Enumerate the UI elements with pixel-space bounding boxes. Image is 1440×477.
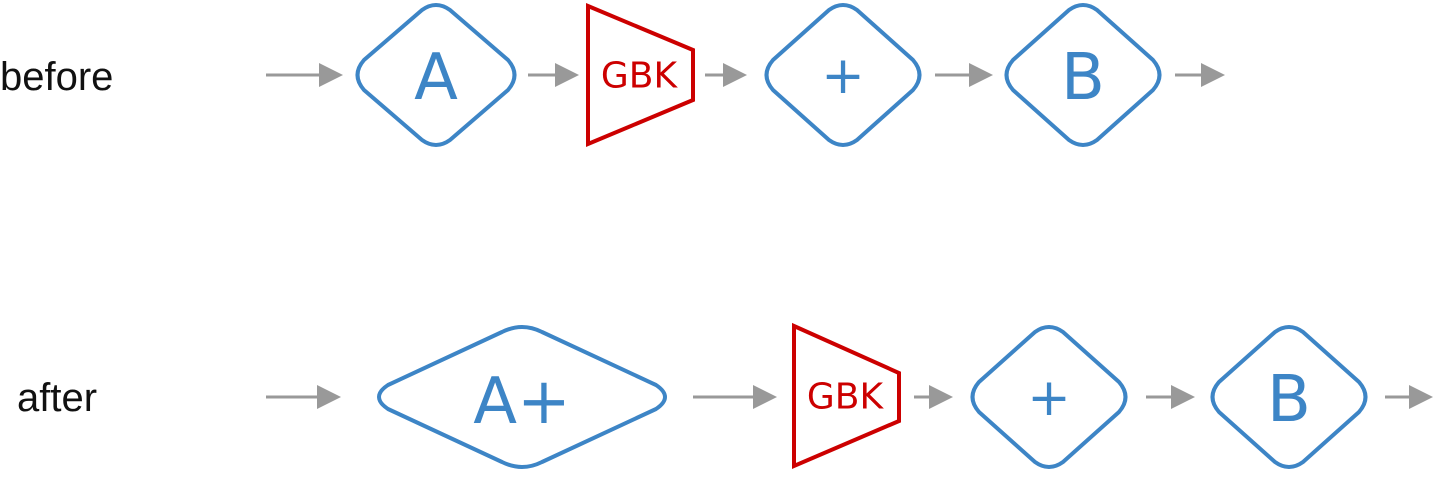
node-plus-label: + [1027, 368, 1071, 428]
diamond-shape [1004, 3, 1162, 147]
node-b-label: B [1267, 363, 1311, 437]
gbk-label: GBK [601, 56, 679, 97]
after-node-plus: + [970, 325, 1128, 469]
gbk-trapezoid [586, 2, 695, 148]
gbk-label: GBK [807, 377, 885, 418]
after-node-gbk: GBK [792, 322, 901, 470]
before-node-gbk: GBK [586, 2, 695, 148]
diamond-shape [764, 3, 922, 147]
diamond-shape [355, 3, 517, 147]
before-node-b: B [1004, 3, 1162, 147]
after-node-a-plus: A+ [377, 325, 667, 469]
before-row: before A GBK + B [0, 2, 1225, 148]
node-a-plus-label: A+ [473, 365, 570, 439]
wide-diamond-shape [377, 325, 667, 469]
before-node-plus: + [764, 3, 922, 147]
before-node-a: A [355, 3, 517, 147]
after-label: after [17, 376, 97, 420]
diamond-shape [970, 325, 1128, 469]
after-node-b: B [1210, 325, 1368, 469]
node-a-label: A [414, 41, 458, 115]
node-b-label: B [1061, 41, 1105, 115]
node-plus-label: + [821, 46, 865, 106]
gbk-trapezoid [792, 322, 901, 470]
diamond-shape [1210, 325, 1368, 469]
after-row: after A+ GBK + B [17, 322, 1433, 470]
before-label: before [0, 55, 113, 99]
